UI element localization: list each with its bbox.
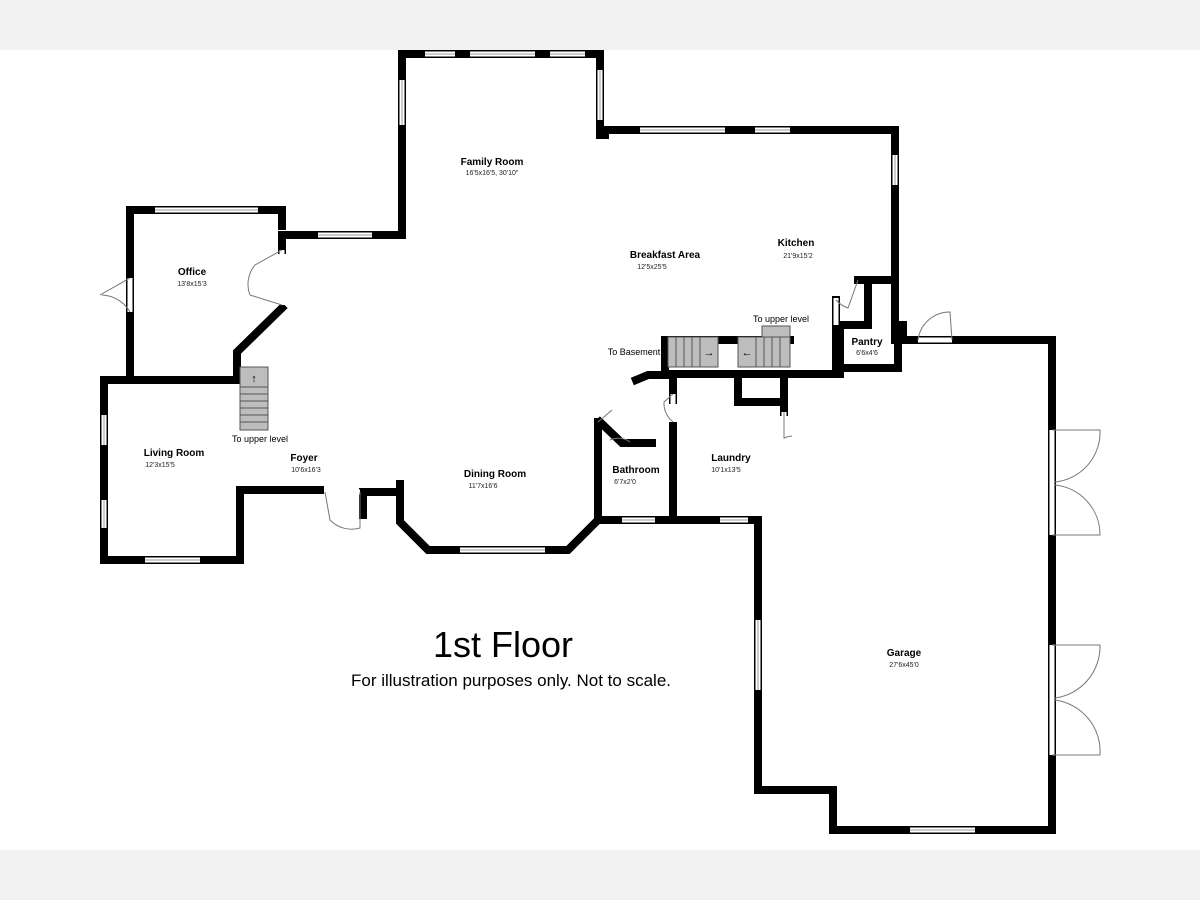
dining-bay-wall [396, 418, 602, 554]
kitchen-label: Kitchen [778, 238, 815, 249]
breakfast-area-dim: 12'5x25'5 [637, 264, 667, 271]
pantry-label: Pantry [851, 337, 883, 348]
room-labels: Family Room 16'5x16'5, 30'10" Breakfast … [144, 157, 922, 669]
to-upper-level-note-kitchen: To upper level [753, 314, 809, 324]
bath-top-wall [594, 416, 656, 447]
office-label: Office [178, 267, 207, 278]
floor-caption: 1st Floor For illustration purposes only… [351, 624, 671, 690]
to-basement-note: To Basement [608, 347, 661, 357]
laundry-label: Laundry [711, 453, 751, 464]
garage-label: Garage [887, 648, 922, 659]
office-dim: 13'8x15'3 [177, 281, 207, 288]
stairs-kitchen: ← [737, 325, 791, 368]
stairs-foyer: ↑ [239, 366, 269, 431]
arrow-left-icon: ← [742, 347, 753, 359]
floor-subtitle: For illustration purposes only. Not to s… [351, 671, 671, 690]
windows [101, 51, 975, 833]
dining-room-dim: 11'7x16'6 [468, 483, 497, 490]
laundry-dim: 10'1x13'5 [711, 467, 741, 474]
bathroom-dim: 6'7x2'0 [614, 479, 636, 486]
stair-notes: To upper level To upper level To Basemen… [232, 314, 809, 444]
living-room-label: Living Room [144, 448, 205, 459]
office-diagonal-wall [233, 302, 288, 384]
bath-laundry-bottom-wall [594, 321, 1056, 834]
to-upper-level-note-foyer: To upper level [232, 434, 288, 444]
stairs-basement: → [667, 336, 719, 368]
arrow-up-icon: ↑ [251, 373, 257, 385]
living-room-wall [100, 376, 324, 564]
pantry-wall [832, 296, 902, 372]
wall-stub [630, 371, 669, 386]
floor-title: 1st Floor [433, 624, 573, 665]
family-room-dim: 16'5x16'5, 30'10" [466, 170, 519, 177]
floor-plan-sheet: ↑ → ← Family Room 16'5x16'5, 30'10" Brea… [0, 50, 1200, 850]
foyer-label: Foyer [290, 453, 317, 464]
foyer-dim: 10'6x16'3 [291, 467, 321, 474]
arrow-right-icon: → [704, 347, 715, 359]
living-room-dim: 12'3x15'5 [145, 462, 175, 469]
breakfast-area-label: Breakfast Area [630, 250, 701, 261]
family-room-wall [398, 50, 899, 344]
bathroom-label: Bathroom [612, 465, 659, 476]
garage-dim: 27'6x45'0 [889, 662, 919, 669]
kitchen-dim: 21'9x15'2 [783, 253, 813, 260]
dining-room-label: Dining Room [464, 469, 526, 480]
pantry-dim: 6'6x4'6 [856, 350, 878, 357]
family-room-label: Family Room [461, 157, 524, 168]
floor-plan: ↑ → ← Family Room 16'5x16'5, 30'10" Brea… [99, 50, 1101, 834]
laundry-closet-wall [734, 370, 788, 416]
foyer-front-wall [359, 480, 404, 519]
doors [99, 249, 1101, 756]
